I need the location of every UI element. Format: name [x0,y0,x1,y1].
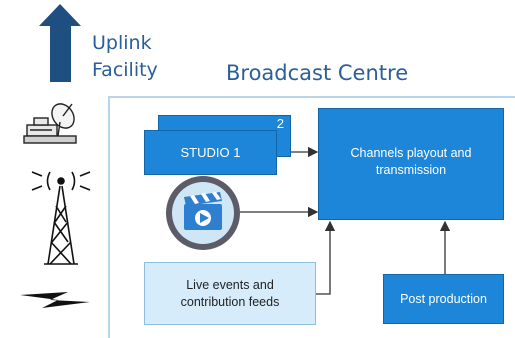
live-events-box: Live events and contribution feeds [144,262,316,325]
live-label-line1: Live events and [186,277,274,292]
playout-label-line2: transmission [375,163,447,177]
studio-1-box: STUDIO 1 [144,130,277,175]
post-production-box: Post production [383,274,504,324]
playout-label-line1: Channels playout and [350,146,472,160]
studio-2-label: 2 [276,116,284,131]
satellite-dish-icon [23,103,77,144]
arrow-live-to-playout [316,220,336,295]
broadcast-centre-title: Broadcast Centre [226,61,409,85]
uplink-label-line1: Uplink [92,32,152,54]
video-clapper-icon [166,176,240,250]
live-label-line2: contribution feeds [180,294,280,309]
channels-playout-box: Channels playout and transmission [318,108,504,220]
up-arrow-icon [39,4,81,82]
broadcast-centre-frame [108,96,515,338]
uplink-label-line2: Facility [92,59,158,81]
lightning-bolt-icon [20,292,90,308]
uplink-facility-label: Uplink Facility [92,30,158,84]
transmission-tower-icon [31,171,91,265]
post-production-label: Post production [400,292,487,306]
studio-1-label: STUDIO 1 [180,145,241,160]
